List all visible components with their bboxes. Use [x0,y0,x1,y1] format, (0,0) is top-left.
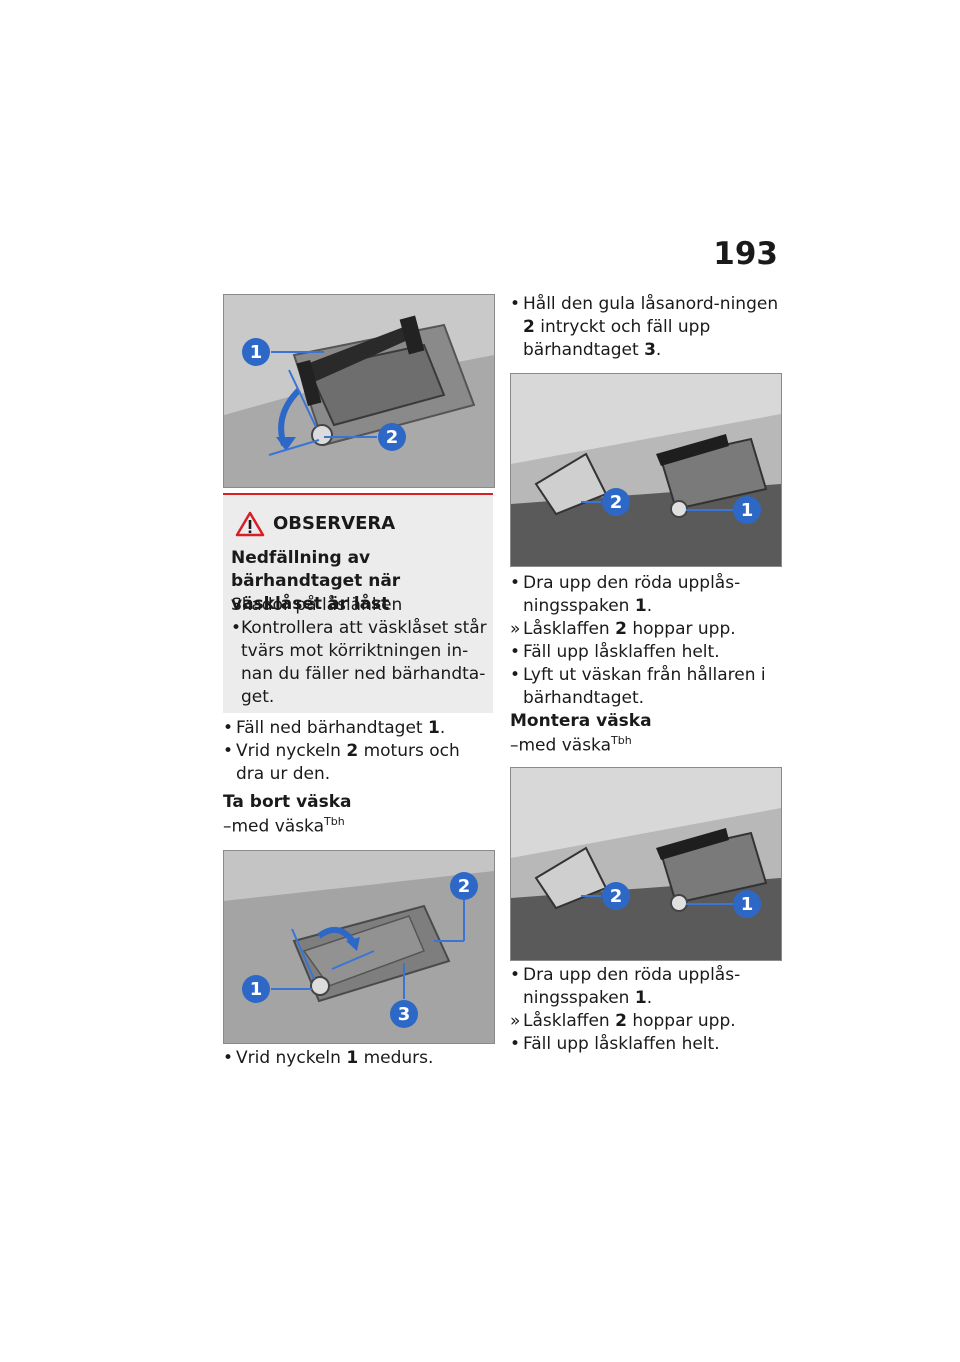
step-text: Låsklaffen [523,1011,616,1031]
step-hold-lock: • Håll den gula låsanord-ningen 2 intryc… [510,293,780,362]
bullet-mark: • [510,642,521,662]
step-text: Vrid nyckeln [236,741,347,761]
step-fold-flap: • Fäll upp låsklaffen helt. [510,641,780,664]
step-lift-bag: • Lyft ut väskan från hållaren i bärhand… [510,664,780,710]
callout-2: 2 [602,488,630,516]
step-fold-handle: • Fäll ned bärhandtaget 1. [223,717,493,740]
notice-bullet-text: Kontrollera att väsklåset står tvärs mot… [241,618,487,707]
step-text: Vrid nyckeln [236,1048,347,1068]
warning-triangle-icon [235,511,265,537]
step-text-mid: intryckt och fäll upp bärhandtaget [523,317,711,360]
result-mark: » [510,1011,521,1031]
svg-text:2: 2 [458,876,471,897]
step-text-end: . [646,988,653,1008]
notice-subject: Nedfällning av bärhandtaget när väsklåse… [231,548,401,614]
step-number: 2 [615,1011,627,1031]
step-text: Håll den gula låsanord-ningen [523,294,779,314]
step-number: 2 [615,619,627,639]
step-text: Fäll upp låsklaffen helt. [523,1034,720,1054]
bullet-mark: • [223,718,234,738]
callout-1: 1 [242,338,270,366]
step-text-end: hoppar upp. [626,619,736,639]
warning-notice: OBSERVERA Nedfällning av bärhandtaget nä… [223,493,493,713]
figure-unlock-lever: 2 1 [510,373,782,567]
step-number: 1 [634,596,647,616]
remove-bag-subtitle: –med väskaTbh [223,815,345,837]
step-pull-lever-2: • Dra upp den röda upplås-ningsspaken 1. [510,964,780,1010]
step-text: Fäll ned bärhandtaget [236,718,428,738]
subtitle-sup: Tbh [611,734,632,747]
callout-2: 2 [602,882,630,910]
bullet-mark: • [231,618,242,638]
step-turn-key: • Vrid nyckeln 2 moturs och dra ur den. [223,740,493,786]
step-fold-flap-2: • Fäll upp låsklaffen helt. [510,1033,780,1056]
bullet-mark: • [510,665,521,685]
step-number: 1 [427,718,440,738]
callout-1: 1 [733,496,761,524]
mount-bag-heading: Montera väska [510,711,652,731]
bullet-mark: • [223,741,234,761]
step-text-end: medurs. [358,1048,434,1068]
figure-mount-bag: 2 1 [510,767,782,961]
callout-1: 1 [242,975,270,1003]
step-text: Låsklaffen [523,619,616,639]
svg-text:1: 1 [741,500,754,521]
svg-text:2: 2 [610,886,623,907]
mount-bag-subtitle: –med väskaTbh [510,734,632,756]
svg-text:1: 1 [250,979,263,1000]
bullet-mark: • [510,573,521,593]
step-text: Fäll upp låsklaffen helt. [523,642,720,662]
result-mark: » [510,619,521,639]
result-flap-pops: » Låsklaffen 2 hoppar upp. [510,618,780,641]
bullet-mark: • [510,1034,521,1054]
svg-text:1: 1 [250,342,263,363]
step-number-2: 3 [644,340,656,360]
step-text-end: moturs och dra ur den. [236,741,460,784]
step-number: 2 [523,317,535,337]
callout-1: 1 [733,890,761,918]
svg-text:2: 2 [386,427,399,448]
notice-bullet: • Kontrollera att väsklåset står tvärs m… [231,617,489,709]
step-number: 2 [346,741,359,761]
step-text: Lyft ut väskan från hållaren i bärhandta… [523,665,766,708]
svg-text:1: 1 [741,894,754,915]
notice-title: OBSERVERA [273,513,396,534]
callout-2: 2 [450,872,478,900]
svg-text:3: 3 [398,1004,411,1025]
step-turn-key-clockwise: • Vrid nyckeln 1 medurs. [223,1047,493,1070]
remove-bag-heading: Ta bort väska [223,792,352,812]
subtitle-text: –med väska [223,816,325,837]
callout-2: 2 [378,423,406,451]
step-text-end: hoppar upp. [626,1011,736,1031]
step-text: Dra upp den röda upplås-ningsspaken [523,965,741,1008]
step-text-end: . [646,596,653,616]
svg-text:2: 2 [610,492,623,513]
bullet-mark: • [223,1048,234,1068]
figure-handle-folded: 1 2 [223,294,495,488]
figure-unlock-lever-drawing: 2 1 [511,374,781,566]
page-number: 193 [713,236,778,272]
step-text-end: . [655,340,662,360]
bullet-mark: • [510,294,521,314]
bullet-mark: • [510,965,521,985]
step-number: 1 [346,1048,359,1068]
figure-handle-folded-drawing: 1 2 [224,295,494,487]
figure-remove-bag-drawing: 1 2 3 [224,851,494,1043]
callout-3: 3 [390,1000,418,1028]
result-flap-pops-2: » Låsklaffen 2 hoppar upp. [510,1010,780,1033]
step-pull-lever: • Dra upp den röda upplås-ningsspaken 1. [510,572,780,618]
notice-consequence: Skador på låslänken [231,595,403,615]
subtitle-text: –med väska [510,735,612,756]
subtitle-sup: Tbh [324,815,345,828]
step-text: Dra upp den röda upplås-ningsspaken [523,573,741,616]
step-number: 1 [634,988,647,1008]
figure-mount-bag-drawing: 2 1 [511,768,781,960]
figure-remove-bag: 1 2 3 [223,850,495,1044]
step-text-end: . [439,718,446,738]
